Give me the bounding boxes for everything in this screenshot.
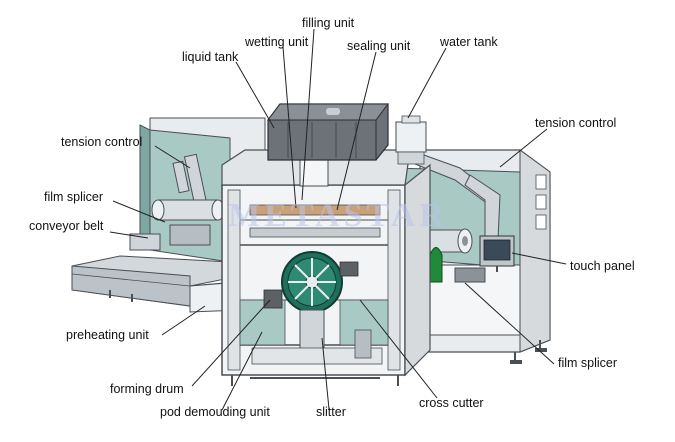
label-touch-panel: touch panel — [570, 259, 635, 273]
slitter-cutter-base — [251, 329, 383, 365]
leader-lines — [109, 28, 567, 411]
water-tank-shape — [395, 115, 427, 165]
label-film-splicer-left: film splicer — [44, 190, 104, 204]
label-forming-drum: forming drum — [110, 382, 184, 396]
label-filling-unit: filling unit — [302, 16, 355, 30]
label-liquid-tank: liquid tank — [182, 50, 239, 64]
right-splicer-part — [429, 247, 486, 283]
inner-rollers — [249, 204, 381, 238]
label-water-tank: water tank — [440, 35, 498, 49]
touch-panel-device — [479, 235, 515, 272]
label-pod-demoulding-unit: pod demouding unit — [160, 405, 270, 419]
label-cross-cutter: cross cutter — [419, 396, 484, 410]
liquid-tank-shape — [267, 103, 389, 161]
left-splicer-part — [129, 224, 211, 251]
label-tension-control-left: tension control — [61, 135, 143, 149]
label-slitter: slitter — [316, 405, 346, 419]
left-film-roll — [151, 199, 225, 221]
label-film-splicer-right: film splicer — [558, 356, 618, 370]
label-conveyor-belt: conveyor belt — [29, 219, 104, 233]
conveyor-belt-shape — [71, 255, 236, 307]
forming-drum-shape — [263, 251, 359, 351]
watermark-text: METASTAR — [228, 197, 448, 234]
label-sealing-unit: sealing unit — [347, 39, 411, 53]
label-preheating-unit: preheating unit — [66, 328, 149, 342]
left-tension-arm — [172, 153, 209, 212]
label-wetting-unit: wetting unit — [245, 35, 309, 49]
label-tension-control-right: tension control — [535, 116, 617, 130]
